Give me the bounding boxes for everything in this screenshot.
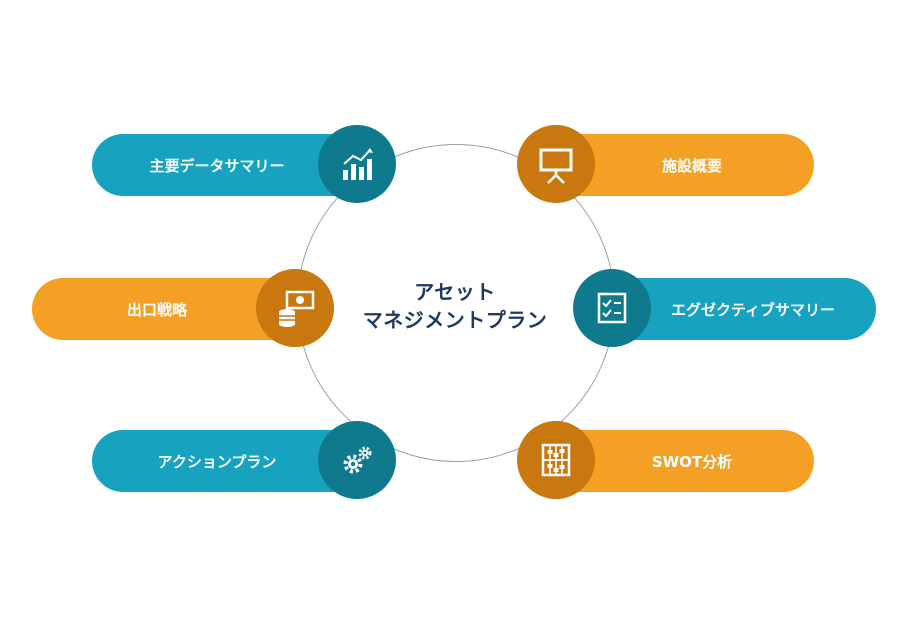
abacus-icon	[517, 421, 595, 499]
item-label: 出口戦略	[126, 300, 187, 319]
item-label: アクションプラン	[157, 452, 277, 471]
item-label: SWOT分析	[651, 452, 733, 471]
money-coins-icon	[256, 269, 334, 347]
item-label: エグゼクティブサマリー	[670, 300, 836, 319]
bar-chart-icon	[318, 125, 396, 203]
presentation-board-icon	[517, 125, 595, 203]
center-title-line1: アセット	[414, 280, 496, 304]
gears-icon	[318, 421, 396, 499]
item-label: 施設概要	[661, 156, 722, 175]
center-title-line2: マネジメントプラン	[362, 308, 548, 332]
item-label: 主要データサマリー	[149, 156, 285, 175]
center-title: アセット マネジメントプラン	[330, 278, 580, 334]
checklist-icon	[573, 269, 651, 347]
